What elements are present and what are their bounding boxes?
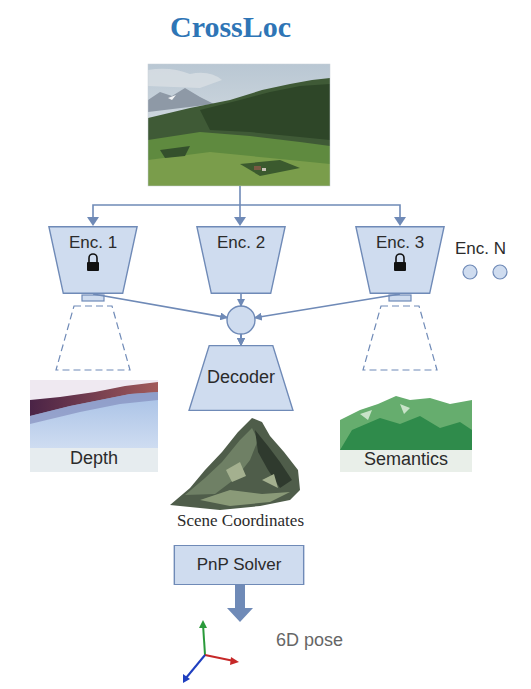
block-label: Decoder (207, 367, 275, 389)
connector-segment (255, 294, 400, 318)
block-shape (356, 227, 444, 294)
depth-output: Depth (30, 380, 158, 472)
block-outline (173, 545, 305, 585)
block-label: Enc. 2 (217, 233, 265, 253)
encoder-block: Enc. 3 (355, 226, 445, 294)
input-fanout (87, 186, 406, 226)
block-label: Enc. 3 (376, 233, 424, 253)
block-label: Semantics (364, 449, 448, 471)
input-photo (148, 64, 330, 186)
pose-axes (183, 620, 239, 683)
solver-box: PnP Solver (173, 545, 305, 585)
connector-segment (240, 294, 242, 306)
lock-icon (394, 254, 406, 271)
semantics-image (340, 392, 472, 472)
output-arrow (227, 585, 253, 622)
connector-segment (240, 334, 242, 345)
connector-segment (240, 334, 242, 345)
block-label: Depth (70, 448, 118, 470)
connector-segment (93, 294, 227, 318)
lock-icon (87, 254, 99, 271)
encoder-block: Enc. 2 (196, 226, 286, 294)
merge-circle (227, 306, 255, 334)
block-shape (49, 227, 137, 294)
block-outline (196, 226, 286, 294)
connector-segment (240, 334, 242, 345)
feature-connector (241, 294, 400, 345)
auxiliary-heads (56, 295, 437, 370)
decoder-block: Decoder (188, 345, 294, 411)
block-outline (188, 345, 294, 411)
output-caption: 6D pose (276, 630, 343, 651)
semantics-output: Semantics (340, 392, 472, 472)
output-caption: Scene Coordinates (177, 511, 304, 531)
depth-image (30, 380, 158, 472)
block-label: PnP Solver (197, 555, 282, 575)
figure-title: CrossLoc (170, 10, 291, 44)
feature-connector (93, 294, 241, 345)
more-encoders: Enc. N (455, 239, 506, 259)
point-cloud (170, 418, 300, 510)
feature-connector (241, 294, 242, 345)
edge-layer (93, 294, 400, 345)
block-shape (189, 346, 293, 411)
block-label: Enc. 1 (69, 233, 117, 253)
block-shape (197, 227, 285, 294)
encoder-block: Enc. 1 (48, 226, 138, 294)
block-shape (174, 545, 303, 584)
block-outline (355, 226, 445, 294)
ellipsis-dot (463, 265, 477, 279)
ellipsis-dot (493, 265, 507, 279)
block-outline (48, 226, 138, 294)
